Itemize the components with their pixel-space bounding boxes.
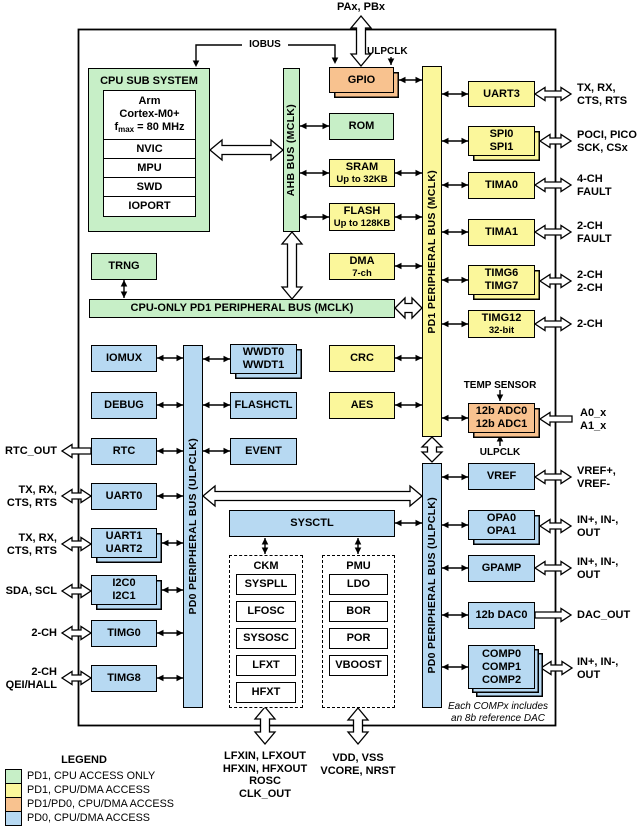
uart3-pins-label: TX, RX,CTS, RTS — [577, 82, 628, 107]
block-event: EVENT — [230, 438, 297, 465]
pmu-title: PMU — [346, 560, 371, 572]
pd0-peripheral-bus-left: PD0 PERIPHERAL BUS (ULPCLK) — [183, 345, 203, 708]
block-iomux: IOMUX — [91, 345, 157, 372]
iobus-label: IOBUS — [242, 39, 288, 50]
block-vref: VREF — [468, 463, 535, 490]
legend-item-pd1-cpu: PD1, CPU ACCESS ONLY — [27, 770, 156, 782]
uart12-pins-label: TX, RX,CTS, RTS — [6, 532, 57, 557]
ckm-lfxt: LFXT — [236, 655, 296, 676]
block-rtc: RTC — [91, 438, 157, 465]
cpu-core: Arm Cortex-M0+ fmax = 80 MHz — [103, 90, 196, 140]
legend-swatch-blue — [5, 811, 22, 826]
cpu-item-mpu: MPU — [103, 158, 196, 178]
legend-item-pd1-dma: PD1, CPU/DMA ACCESS — [27, 784, 150, 796]
pmu-vboost: VBOOST — [329, 655, 388, 676]
ckm-title: CKM — [253, 560, 279, 572]
block-gpio: GPIO — [329, 67, 394, 93]
ulpclk-gpio-label: ULPCLK — [367, 46, 408, 57]
vref-pins-label: VREF+,VREF- — [577, 465, 616, 490]
timg0-pins-label: 2-CH — [31, 627, 57, 639]
block-timg0: TIMG0 — [91, 620, 157, 647]
block-tima1: TIMA1 — [468, 219, 535, 246]
block-uart3: UART3 — [468, 81, 535, 107]
pd1-peripheral-bus: PD1 PERIPHERAL BUS (MCLK) — [422, 66, 442, 437]
temp-sensor-label: TEMP SENSOR — [463, 380, 537, 391]
block-dac0: 12b DAC0 — [468, 602, 535, 629]
rtc-out-label: RTC_OUT — [5, 445, 57, 457]
comp-pins-label: IN+, IN-,OUT — [577, 656, 619, 681]
legend-swatch-green — [5, 769, 22, 784]
block-crc: CRC — [329, 345, 395, 372]
pmu-bor: BOR — [329, 601, 388, 622]
block-trng: TRNG — [91, 253, 157, 280]
ckm-pins-label: LFXIN, LFXOUT HFXIN, HFXOUT ROSC CLK_OUT — [222, 750, 308, 800]
ckm-hfxt: HFXT — [236, 682, 296, 703]
ckm-sysosc: SYSOSC — [236, 628, 296, 649]
block-aes: AES — [329, 392, 395, 419]
block-gpamp: GPAMP — [468, 555, 535, 582]
cpu-item-swd: SWD — [103, 177, 196, 197]
pax-pbx-label: PAx, PBx — [336, 1, 386, 13]
comp-note: Each COMPx includes an 8b reference DAC — [447, 701, 549, 724]
ckm-syspll: SYSPLL — [236, 574, 296, 595]
block-uart0: UART0 — [91, 483, 157, 510]
legend-swatch-yellow — [5, 783, 22, 798]
uart0-pins-label: TX, RX,CTS, RTS — [6, 484, 57, 509]
block-rom: ROM — [329, 113, 394, 140]
timg12-pins-label: 2-CH — [577, 318, 603, 330]
ckm-lfosc: LFOSC — [236, 601, 296, 622]
pmu-pins-label: VDD, VSS VCORE, NRST — [320, 752, 396, 777]
block-sysctl: SYSCTL — [229, 510, 395, 537]
block-tima0: TIMA0 — [468, 172, 535, 199]
legend-item-pd1pd0: PD1/PD0, CPU/DMA ACCESS — [27, 798, 175, 810]
block-flashctl: FLASHCTL — [230, 392, 297, 419]
legend-swatch-orange — [5, 797, 22, 812]
cpu-item-ioport: IOPORT — [103, 196, 196, 217]
legend-title: LEGEND — [61, 754, 107, 766]
cpu-only-pd1-bus: CPU-ONLY PD1 PERIPHERAL BUS (MCLK) — [89, 299, 395, 318]
gpamp-pins-label: IN+, IN-,OUT — [577, 556, 619, 581]
pd0-peripheral-bus-right: PD0 PERIPHERAL BUS (ULPCLK) — [422, 463, 442, 708]
pmu-ldo: LDO — [329, 574, 388, 595]
block-timg8: TIMG8 — [91, 665, 157, 692]
ahb-bus: AHB BUS (MCLK) — [283, 68, 300, 232]
i2c-pins-label: SDA, SCL — [5, 585, 57, 597]
dac-out-label: DAC_OUT — [577, 609, 631, 621]
pmu-por: POR — [329, 628, 388, 649]
adc-ulpclk-label: ULPCLK — [479, 447, 521, 458]
block-debug: DEBUG — [91, 392, 157, 419]
opa-pins-label: IN+, IN-,OUT — [577, 514, 619, 539]
cpu-subsystem-title: CPU SUB SYSTEM — [100, 75, 198, 87]
legend-item-pd0: PD0, CPU/DMA ACCESS — [27, 812, 150, 824]
cpu-item-nvic: NVIC — [103, 139, 196, 159]
